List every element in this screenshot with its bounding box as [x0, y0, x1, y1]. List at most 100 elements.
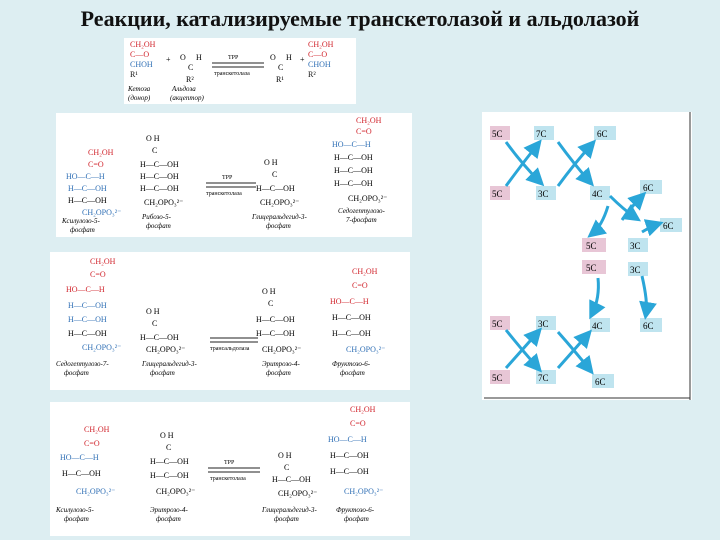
aldose-line: O: [180, 53, 186, 62]
formula-line: O H: [160, 431, 174, 440]
box-label: 7C: [538, 373, 549, 383]
caption: Седогептулозо-: [338, 207, 386, 215]
caption: Глицеральдегид-3-: [141, 360, 198, 368]
formula-line: O H: [146, 134, 160, 143]
formula-line: H—C—OH: [68, 315, 107, 324]
product-aldose: O C H R¹: [270, 53, 292, 84]
xylulose-5-phosphate: CH₂OH C=O HO—C—H H—C—OH CH₂OPO₃²⁻: [60, 425, 115, 496]
erythrose-4-phosphate: O H C H—C—OH H—C—OH CH₂OPO₃²⁻: [150, 431, 195, 496]
formula-line: C=O: [88, 160, 104, 169]
box-label: 6C: [663, 221, 674, 231]
formula-line: C: [166, 443, 171, 452]
formula-line: HO—C—H: [66, 172, 105, 181]
formula-line: H—C—OH: [150, 457, 189, 466]
caption: Фруктозо-6-: [336, 506, 375, 514]
caption: Рибозо-5-: [141, 213, 172, 221]
caption: Фруктозо-6-: [332, 360, 371, 368]
formula-line: H—C—OH: [140, 333, 179, 342]
enzyme-label: транскетолаза: [210, 476, 246, 482]
formula-line: CH₂OH: [90, 257, 116, 266]
formula-line: C: [272, 170, 277, 179]
formula-line: C: [268, 299, 273, 308]
glyceraldehyde-3-phosphate: O H C H—C—OH CH₂OPO₃²⁻: [140, 307, 185, 354]
sedoheptulose-7-phosphate: CH₂OH C=O HO—C—H H—C—OH H—C—OH H—C—OH CH…: [332, 116, 387, 203]
ketose-line: CH₂OH: [308, 40, 334, 49]
caption: Ксилулозо-5-: [61, 217, 100, 225]
formula-line: HO—C—H: [60, 453, 99, 462]
caption: фосфат: [150, 369, 175, 377]
formula-line: C=O: [356, 127, 372, 136]
formula-line: C=O: [84, 439, 100, 448]
formula-line: C=O: [352, 281, 368, 290]
transketolase-reaction-2-panel: CH₂OH C=O HO—C—H H—C—OH CH₂OPO₃²⁻ O H C …: [50, 402, 410, 536]
fructose-6-phosphate: CH₂OH C=O HO—C—H H—C—OH H—C—OH CH₂OPO₃²⁻: [330, 267, 385, 354]
row-1: 5C 7C 6C: [490, 126, 616, 140]
flow-arrows: [504, 139, 664, 375]
box-label: 6C: [595, 377, 606, 387]
caption: фосфат: [64, 369, 89, 377]
box-label: 3C: [630, 265, 641, 275]
fructose-6-phosphate: CH₂OH C=O HO—C—H H—C—OH H—C—OH CH₂OPO₃²⁻: [328, 405, 383, 496]
caption: Эритрозо-4-: [150, 506, 189, 514]
page-title: Реакции, катализируемые транскетолазой и…: [80, 6, 640, 31]
transaldolase-reaction-panel: CH₂OH C=O HO—C—H H—C—OH H—C—OH H—C—OH CH…: [50, 252, 410, 390]
formula-line: H—C—OH: [62, 469, 101, 478]
formula-line: H—C—OH: [272, 475, 311, 484]
formula-line: CH₂OPO₃²⁻: [82, 343, 121, 352]
formula-line: C=O: [90, 270, 106, 279]
formula-line: H—C—OH: [68, 329, 107, 338]
formula-line: H—C—OH: [334, 166, 373, 175]
glyceraldehyde-3-phosphate: O H C H—C—OH CH₂OPO₃²⁻: [256, 158, 299, 207]
formula-line: CH₂OPO₃²⁻: [262, 345, 301, 354]
formula-line: HO—C—H: [330, 297, 369, 306]
formula-line: O H: [278, 451, 292, 460]
ketose-line: R²: [308, 70, 316, 79]
box-label: 3C: [538, 189, 549, 199]
formula-line: H—C—OH: [68, 184, 107, 193]
enzyme-label: ТРР: [222, 175, 233, 181]
box-label: 5C: [492, 129, 503, 139]
formula-line: H—C—OH: [332, 313, 371, 322]
ketose-line: CHOH: [308, 60, 331, 69]
caption: фосфат: [340, 369, 365, 377]
formula-line: HO—C—H: [66, 285, 105, 294]
box-label: 4C: [592, 321, 603, 331]
formula-line: H—C—OH: [150, 471, 189, 480]
formula-line: CH₂OPO₃²⁻: [344, 487, 383, 496]
formula-line: CH₂OPO₃²⁻: [260, 198, 299, 207]
caption: фосфат: [266, 369, 291, 377]
ketose-line: C—O: [308, 50, 327, 59]
formula-line: H—C—OH: [68, 196, 107, 205]
caption: фосфат: [156, 515, 181, 523]
caption: фосфат: [266, 222, 291, 230]
row-2: 5C 3C 4C 6C: [490, 180, 662, 200]
formula-line: CH₂OPO₃²⁻: [156, 487, 195, 496]
formula-line: CH₂OPO₃²⁻: [278, 489, 317, 498]
caption: Кетоза: [127, 85, 151, 93]
ketose-line: CHOH: [130, 60, 153, 69]
formula-line: H—C—OH: [140, 160, 179, 169]
enzyme-label: трансальдолаза: [210, 346, 250, 352]
box-label: 5C: [586, 263, 597, 273]
caption: Глицеральдегид-3-: [251, 213, 308, 221]
formula-line: H—C—OH: [330, 467, 369, 476]
formula-line: C: [284, 463, 289, 472]
formula-line: CH₂OH: [356, 116, 382, 125]
formula-line: CH₂OPO₃²⁻: [348, 194, 387, 203]
formula-line: HO—C—H: [328, 435, 367, 444]
carbon-exchange-scheme: 5C 7C 6C 5C 3C 4C 6C 6C 5C 3C 5C 3C 5C 3…: [482, 112, 692, 400]
formula-line: H—C—OH: [256, 184, 295, 193]
aldose-line: C: [278, 63, 283, 72]
aldose-line: R¹: [276, 75, 284, 84]
reaction-arrow: трансальдолаза: [210, 337, 258, 352]
box-label: 5C: [492, 373, 503, 383]
caption: 7-фосфат: [346, 216, 377, 224]
ribose-5-phosphate: O H C H—C—OH H—C—OH H—C—OH CH₂OPO₃²⁻: [140, 134, 183, 207]
formula-line: CH₂OH: [88, 148, 114, 157]
box-label: 3C: [630, 241, 641, 251]
box-label: 3C: [538, 319, 549, 329]
caption: (донор): [128, 94, 151, 102]
aldose-line: H: [286, 53, 292, 62]
box-label: 5C: [492, 319, 503, 329]
plus-sign: +: [300, 55, 305, 64]
